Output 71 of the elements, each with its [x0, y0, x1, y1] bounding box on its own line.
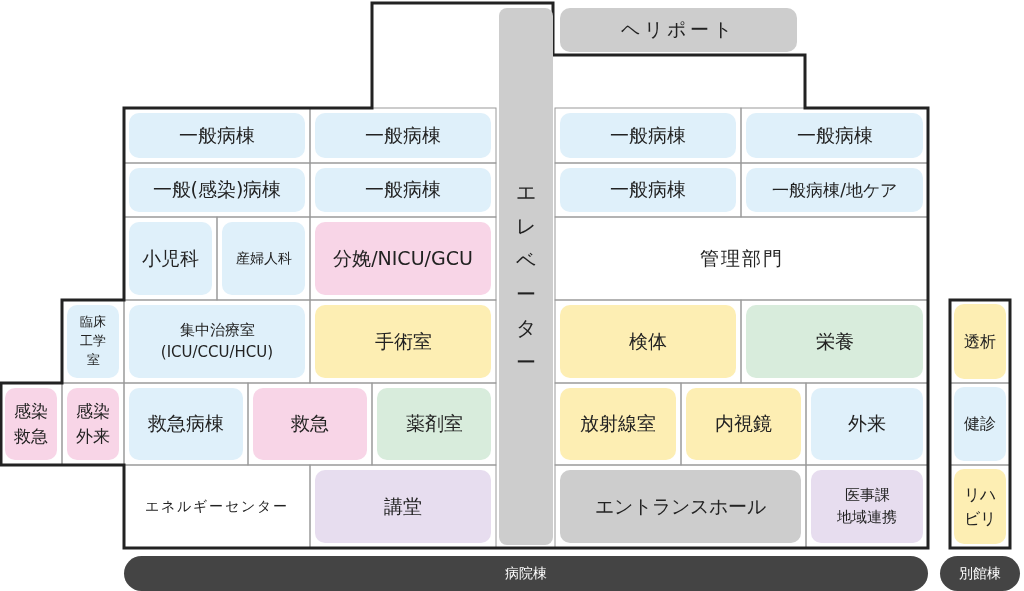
room-block: [560, 113, 736, 158]
room-block: [746, 113, 923, 158]
room-block: [129, 305, 305, 378]
room-label: 感染救急: [13, 400, 49, 448]
room-block: [253, 388, 367, 460]
room-label: 検体: [629, 328, 667, 354]
room-label: リハビリ: [963, 484, 997, 530]
room-block: [377, 388, 491, 460]
room-label: 一般病棟: [365, 122, 441, 148]
room-label: 臨床工学室: [79, 313, 107, 369]
heliport-label: ヘリポート: [621, 17, 736, 43]
room-label: 栄養: [815, 328, 854, 354]
room-block: [315, 305, 491, 378]
room-label: 一般病棟: [796, 122, 873, 148]
room-label: 分娩/NICU/GCU: [333, 245, 473, 271]
room-block: [811, 470, 923, 543]
room-label: エネルギーセンター: [124, 465, 310, 548]
room-label: 小児科: [142, 245, 199, 271]
room-block: [315, 113, 491, 158]
room-label: 一般病棟: [365, 177, 441, 203]
room-block: [67, 388, 119, 460]
room-block: [560, 168, 736, 212]
room-label: 透析: [964, 330, 996, 353]
room-label: エントランスホール: [595, 493, 766, 519]
room-label: 手術室: [374, 328, 432, 354]
room-block: [954, 304, 1006, 379]
room-block: [954, 469, 1006, 544]
room-block: [560, 388, 676, 460]
building-bar: [124, 556, 928, 591]
heliport-block: [560, 8, 797, 52]
room-block: [746, 168, 923, 212]
room-label: 一般(感染)病棟: [152, 177, 282, 203]
room-block: [560, 470, 801, 543]
building-label: 別館棟: [959, 564, 1001, 584]
room-label: 管理部門: [555, 217, 928, 300]
room-block: [222, 222, 305, 295]
room-block: [129, 388, 243, 460]
room-block: [954, 387, 1006, 461]
room-block: [5, 388, 57, 460]
room-block: [746, 305, 923, 378]
room-label: 健診: [964, 413, 996, 436]
room-block: [315, 222, 491, 295]
room-label: 医事課: [844, 484, 890, 506]
building-bar: [940, 556, 1020, 591]
room-label: 救急病棟: [148, 411, 224, 437]
room-label: 救急: [291, 411, 329, 437]
room-block: [129, 168, 305, 212]
building-label: 病院棟: [505, 564, 547, 584]
room-label: 地域連携: [837, 506, 897, 528]
room-label: 産婦人科: [235, 249, 292, 269]
room-label: 講堂: [384, 493, 422, 519]
room-label: 感染外来: [75, 400, 111, 448]
room-label: 一般病棟: [610, 122, 686, 148]
room-label: 一般病棟: [610, 177, 686, 203]
room-label: 外来: [848, 411, 886, 437]
room-block: [315, 168, 491, 212]
elevator-shaft: [499, 8, 553, 545]
room-block: [129, 222, 212, 295]
room-block: [811, 388, 923, 460]
room-label: 一般病棟/地ケア: [772, 178, 897, 202]
room-block: [129, 113, 305, 158]
room-label: 放射線室: [580, 411, 656, 437]
room-block: [686, 388, 801, 460]
room-label: 集中治療室(ICU/CCU/HCU): [159, 319, 275, 363]
room-block: [67, 305, 119, 378]
room-label: 内視鏡: [715, 411, 772, 437]
elevator-label: エレベーター: [515, 178, 537, 376]
room-label: 一般病棟: [179, 122, 255, 148]
room-block: [560, 305, 736, 378]
room-block: [315, 470, 491, 543]
room-label: 薬剤室: [405, 411, 463, 437]
